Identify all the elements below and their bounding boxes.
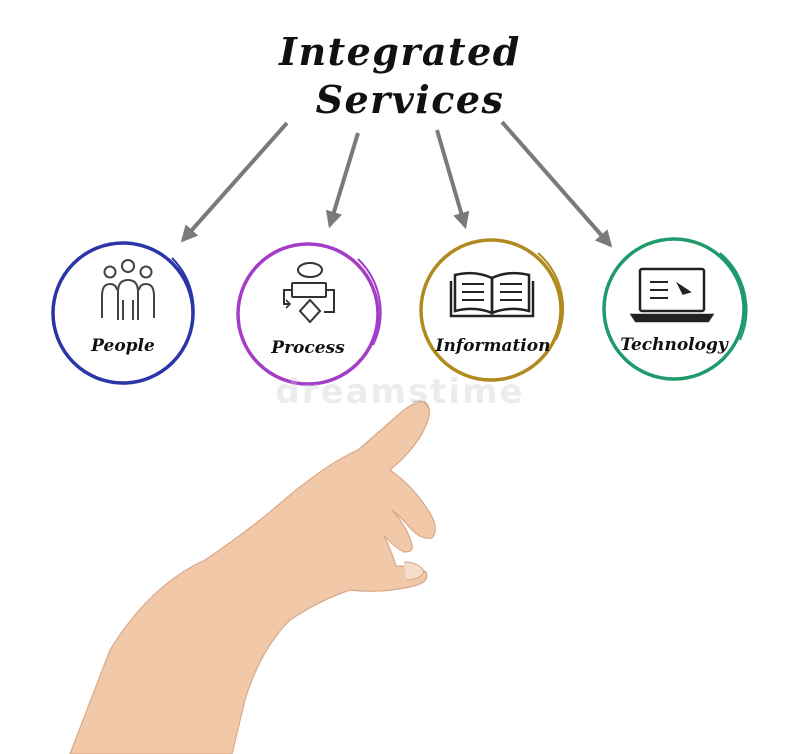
watermark-text: dreamstime	[275, 372, 525, 412]
pointing-hand-image	[69, 400, 436, 754]
node-label-process: Process	[271, 338, 345, 358]
open-book-icon	[449, 271, 535, 318]
arrow-to-technology	[500, 120, 613, 248]
title-line-2: Services	[315, 77, 505, 122]
flowchart-icon	[283, 262, 335, 324]
arrow-to-process	[325, 132, 360, 229]
arrow-to-information	[435, 129, 470, 230]
title-line-1: Integrated	[279, 29, 521, 74]
people-icon	[101, 259, 155, 320]
arrow-to-people	[180, 121, 289, 243]
diagram-title: Integrated Services	[0, 28, 800, 124]
laptop-icon	[629, 267, 715, 323]
node-people	[51, 241, 195, 385]
node-label-information: Information	[435, 336, 551, 356]
node-process	[236, 242, 382, 386]
node-label-people: People	[91, 336, 155, 356]
node-information	[419, 238, 565, 382]
node-technology	[602, 237, 748, 381]
node-label-technology: Technology	[620, 335, 728, 355]
